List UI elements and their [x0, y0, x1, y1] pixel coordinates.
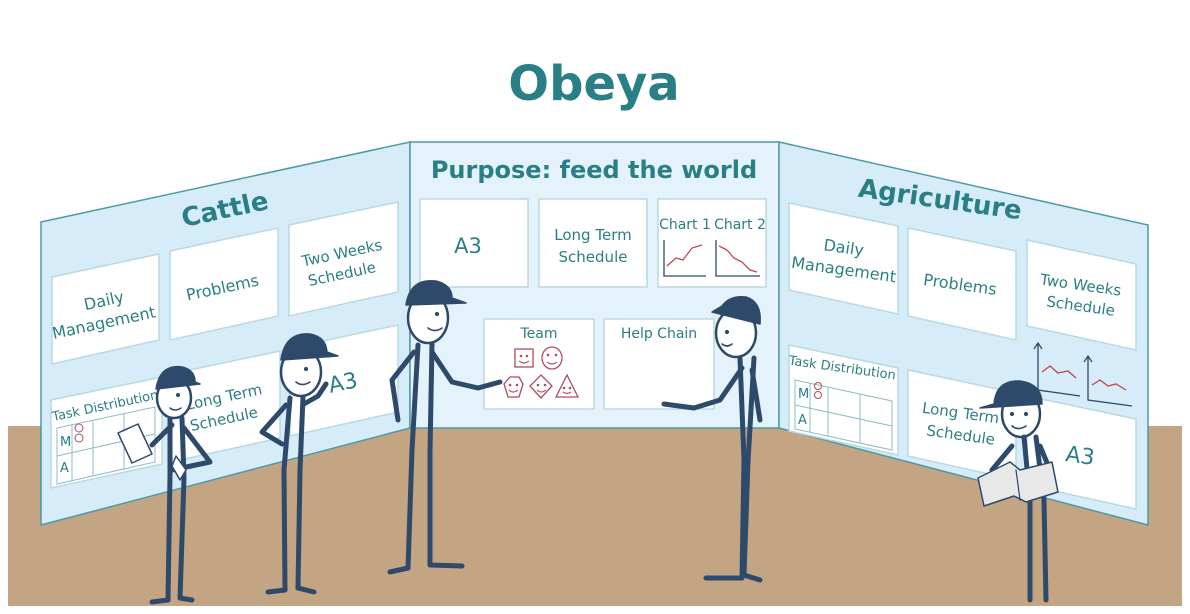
smiley-face-icon: [814, 382, 822, 399]
center-panel-purpose: Purpose: feed the world A3 Long Term Sch…: [409, 141, 780, 429]
svg-text:Long Term: Long Term: [554, 226, 631, 244]
chart1-label: Chart 1: [659, 217, 711, 233]
left-card-long-term-schedule: Long Term Schedule: [170, 350, 281, 463]
smiley-face-icon: [503, 346, 580, 399]
page-title: Obeya: [508, 56, 679, 112]
helmet-icon: [711, 295, 761, 325]
svg-text:A3: A3: [1064, 442, 1096, 471]
helmet-icon: [979, 380, 1043, 409]
stick-person-icon: [661, 295, 763, 583]
left-card-problems: Problems: [169, 227, 279, 341]
center-card-a3: A3: [419, 198, 529, 288]
chart2-label: Chart 2: [714, 217, 766, 233]
left-card-two-weeks-schedule: Two Weeks Schedule: [288, 201, 399, 317]
svg-text:M: M: [798, 387, 809, 402]
stick-person-icon: [259, 333, 339, 595]
center-card-team: Team: [483, 318, 595, 410]
svg-text:A3: A3: [326, 368, 360, 398]
helmet-icon: [405, 279, 467, 306]
right-panel-agriculture: Agriculture Daily Management Problems Tw…: [778, 141, 1149, 526]
svg-text:Team: Team: [519, 326, 557, 342]
helmet-icon: [155, 365, 201, 390]
pencil-icon: [171, 455, 187, 481]
right-card-problems: Problems: [907, 227, 1017, 341]
svg-text:A: A: [60, 461, 69, 476]
right-task-grid: [794, 379, 893, 451]
stick-person-icon: [387, 279, 503, 575]
center-panel-heading: Purpose: feed the world: [431, 156, 757, 184]
right-card-long-term-schedule: Long Term Schedule: [907, 369, 1017, 481]
right-card-daily-management: Daily Management: [788, 202, 899, 315]
center-card-help-chain: Help Chain: [603, 318, 715, 410]
svg-text:A: A: [798, 413, 807, 428]
line-chart-icon: [663, 240, 760, 277]
svg-text:A3: A3: [454, 234, 482, 258]
clipboard-icon: [117, 423, 153, 464]
center-card-charts: Chart 1 Chart 2: [657, 198, 767, 288]
center-card-long-term-schedule: Long Term Schedule: [538, 198, 648, 288]
right-card-task-distribution: Task Distribution M A: [787, 344, 899, 456]
stick-person-icon: [977, 380, 1059, 603]
svg-text:Help Chain: Help Chain: [621, 326, 697, 342]
helmet-icon: [280, 333, 339, 361]
smiley-face-icon: [74, 423, 84, 443]
stick-person-icon: [117, 365, 213, 605]
left-card-daily-management: Daily Management: [50, 253, 160, 365]
svg-text:Schedule: Schedule: [559, 248, 628, 266]
line-chart-icon: [1033, 341, 1133, 407]
svg-text:M: M: [60, 435, 71, 450]
right-card-two-weeks-schedule: Two Weeks Schedule: [1026, 239, 1137, 351]
